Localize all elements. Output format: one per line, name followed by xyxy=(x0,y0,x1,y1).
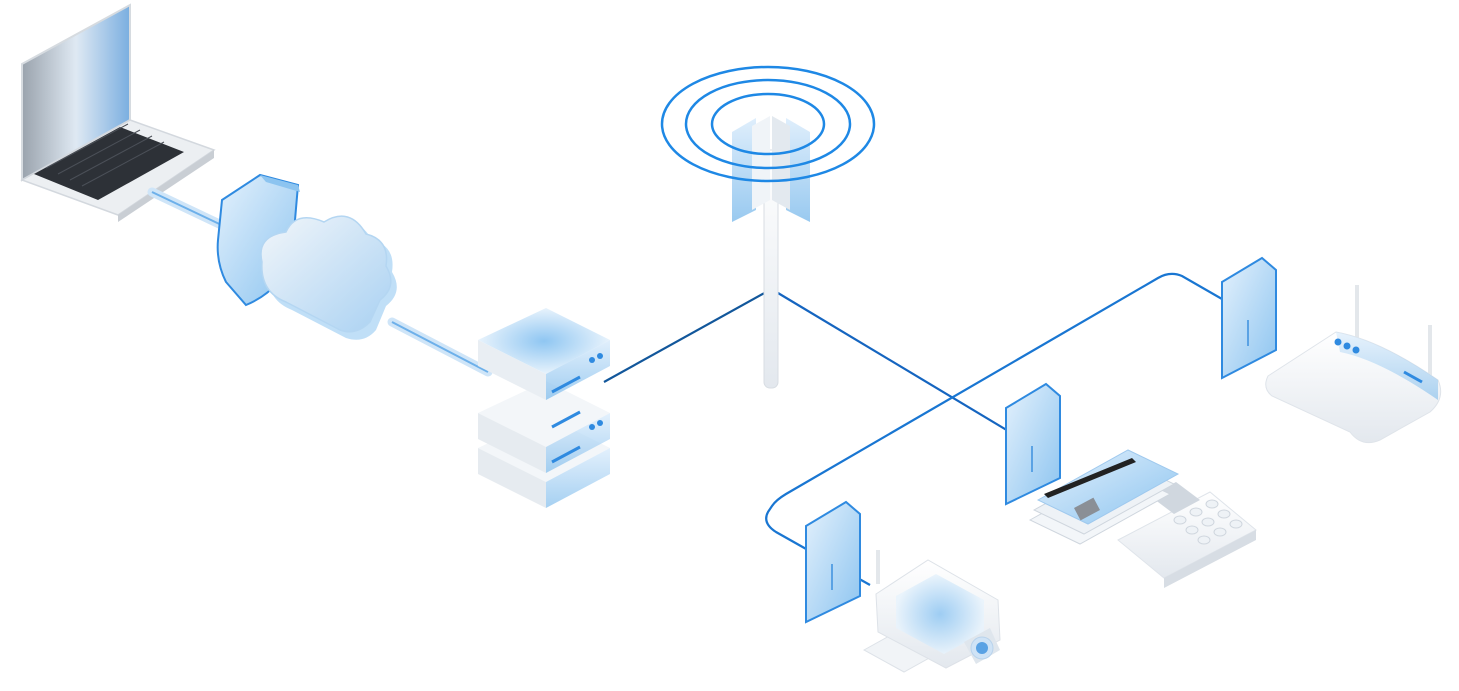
sim-card-router xyxy=(1221,256,1277,380)
signal-waves-icon xyxy=(660,65,876,183)
server-rack-icon xyxy=(478,308,610,508)
router-icon xyxy=(1265,285,1442,444)
card-terminal-icon xyxy=(1028,449,1257,588)
wire-camera-router xyxy=(765,272,1263,586)
sim-card-camera xyxy=(805,500,861,624)
wire-server-tower xyxy=(603,290,769,383)
sim-card-terminal xyxy=(1005,382,1061,506)
camera-icon xyxy=(862,550,1001,673)
cloud-icon xyxy=(260,215,397,340)
laptop-icon xyxy=(20,3,216,222)
cell-tower-icon xyxy=(732,116,810,389)
tube-cloud-server xyxy=(387,317,493,377)
